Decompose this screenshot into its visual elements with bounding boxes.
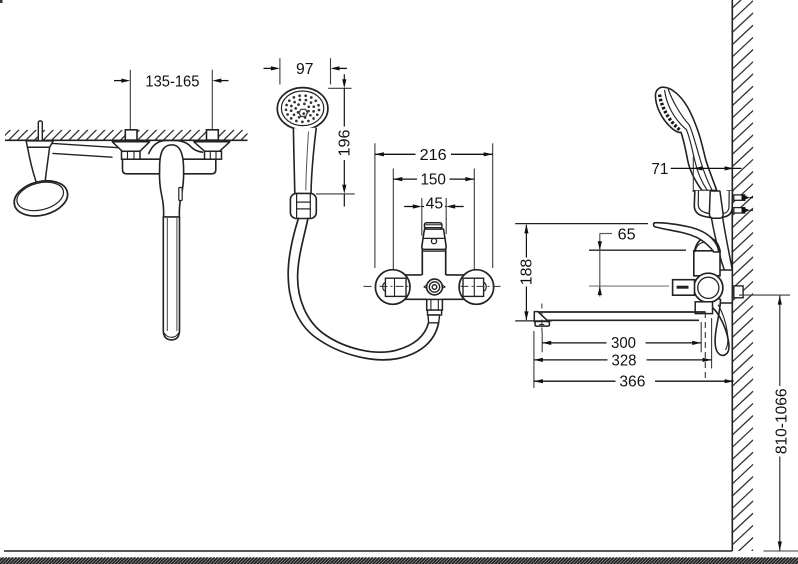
svg-text:135-165: 135-165	[145, 73, 199, 90]
svg-text:71: 71	[651, 161, 668, 178]
svg-text:366: 366	[619, 374, 645, 391]
svg-text:150: 150	[420, 172, 446, 189]
svg-text:188: 188	[518, 259, 535, 286]
svg-text:810-1066: 810-1066	[773, 388, 790, 454]
svg-text:328: 328	[612, 352, 637, 369]
svg-text:300: 300	[611, 335, 636, 352]
svg-text:97: 97	[296, 61, 314, 78]
svg-text:196: 196	[337, 129, 354, 156]
svg-text:65: 65	[618, 226, 636, 243]
svg-text:45: 45	[426, 195, 444, 212]
svg-text:216: 216	[420, 147, 447, 164]
